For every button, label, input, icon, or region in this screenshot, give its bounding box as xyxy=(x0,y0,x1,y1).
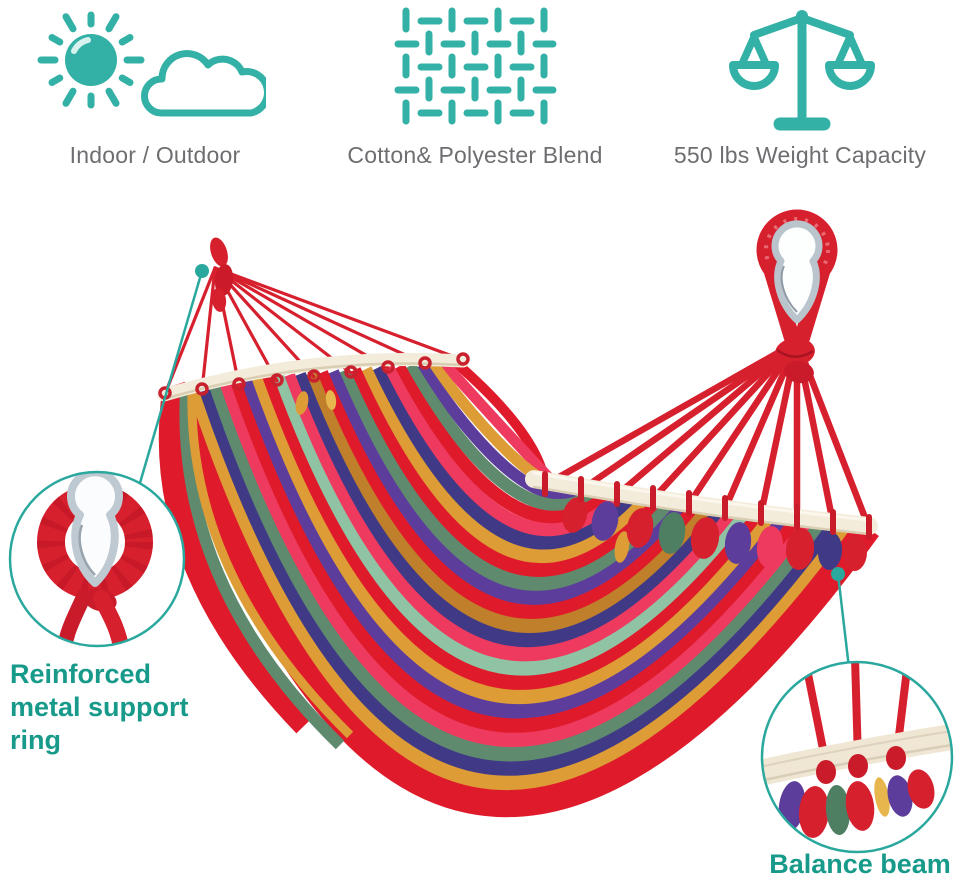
right-spreader-bar xyxy=(525,470,878,540)
callout-line-right xyxy=(836,573,851,669)
balance-beam-wood xyxy=(762,724,952,785)
callout-line: Reinforced xyxy=(10,659,152,689)
callout-dot-left xyxy=(195,264,209,278)
rope-knot xyxy=(775,337,815,367)
left-hang-knot xyxy=(210,237,234,312)
fabric-stripe xyxy=(287,371,734,653)
callout-dot-right xyxy=(831,567,845,581)
fabric-stripe xyxy=(159,381,879,818)
rope-through-holes xyxy=(542,471,872,540)
sun-cloud-icon xyxy=(37,11,266,117)
fabric-stripe xyxy=(322,369,694,609)
fabric-stripe xyxy=(299,371,721,638)
fabric-stripe xyxy=(264,373,760,683)
fabric-stripe xyxy=(416,361,587,502)
fabric-gather xyxy=(562,497,868,571)
tassel xyxy=(325,390,337,410)
callout-line: ring xyxy=(10,725,61,755)
tassel xyxy=(295,391,309,415)
beam-fabric-bunches xyxy=(778,769,935,838)
feature-label-indoor-outdoor: Indoor / Outdoor xyxy=(69,142,241,168)
hammock-fabric-front-edge xyxy=(158,390,354,750)
left-spreader-bar xyxy=(157,352,470,415)
balance-scale-icon xyxy=(729,10,875,131)
callout-label-support-ring: Reinforced metal support ring xyxy=(10,658,189,757)
sun-rays xyxy=(37,11,145,109)
feature-label-cotton-blend: Cotton& Polyester Blend xyxy=(347,142,603,168)
left-bar-rope-loops xyxy=(158,352,470,400)
sun-highlight xyxy=(71,37,91,54)
fabric-stripe xyxy=(240,375,787,712)
callout-line: metal support xyxy=(10,692,189,722)
fabric-stripe xyxy=(310,370,708,623)
fabric-stripe xyxy=(252,374,774,698)
callout-line-left xyxy=(133,270,204,501)
rope-knot xyxy=(784,360,814,384)
fabric-weave-icon xyxy=(394,7,557,129)
feature-label-weight-capacity: 550 lbs Weight Capacity xyxy=(673,142,927,168)
sun-body xyxy=(65,34,117,86)
left-ropes xyxy=(163,266,465,396)
hang-loop xyxy=(756,209,838,384)
callout-circle-right xyxy=(760,660,954,854)
weave-pattern xyxy=(394,7,557,129)
callout-circle-left xyxy=(8,470,186,648)
metal-thimble-detail xyxy=(67,472,123,587)
fabric-stripe xyxy=(275,372,747,668)
callout-label-balance-beam: Balance beam xyxy=(769,849,951,879)
cloud-icon xyxy=(141,50,266,117)
scale-frame xyxy=(729,10,875,131)
sun-icon xyxy=(37,11,145,109)
